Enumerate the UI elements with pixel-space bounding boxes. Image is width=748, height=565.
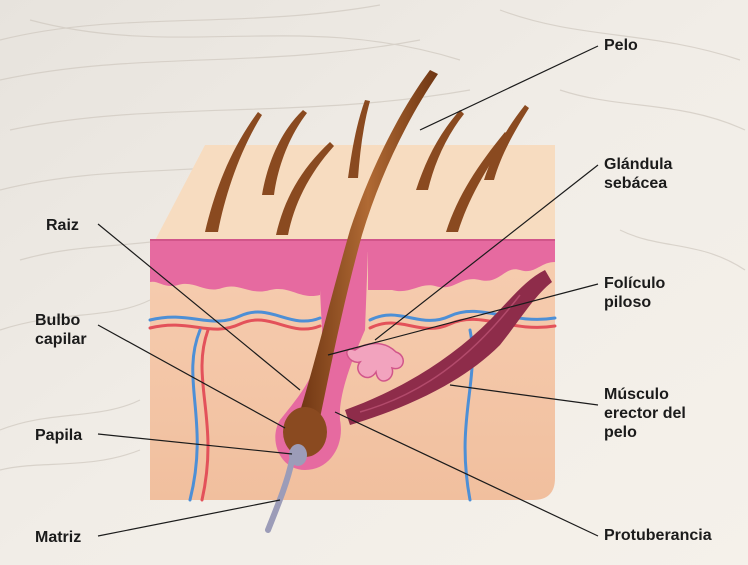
label-papila: Papila	[35, 426, 82, 445]
label-matriz: Matriz	[35, 528, 81, 547]
label-bulbo-capilar: Bulbo capilar	[35, 311, 87, 349]
label-foliculo-piloso: Folículo piloso	[604, 274, 665, 312]
label-raiz: Raiz	[46, 216, 79, 235]
label-glandula-sebacea: Glándula sebácea	[604, 155, 672, 193]
label-musculo-erector: Músculo erector del pelo	[604, 385, 686, 442]
label-protuberancia: Protuberancia	[604, 526, 712, 545]
label-pelo: Pelo	[604, 36, 638, 55]
